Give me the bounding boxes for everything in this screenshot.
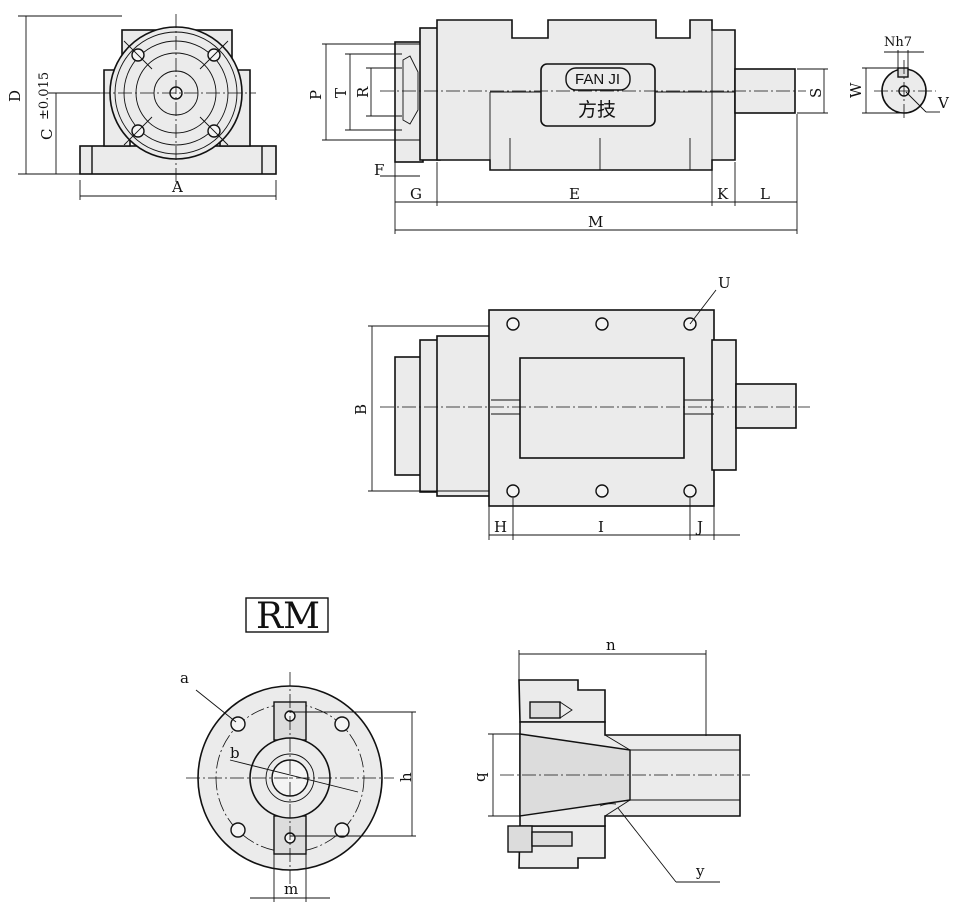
label-q: q bbox=[471, 772, 489, 782]
label-h: h bbox=[397, 772, 415, 782]
label-m: m bbox=[284, 880, 298, 898]
rm-flange-front bbox=[186, 672, 416, 902]
label-a: a bbox=[180, 669, 189, 687]
label-D: D bbox=[6, 90, 24, 102]
label-L: L bbox=[760, 185, 770, 203]
brand-latin: FAN JI bbox=[575, 71, 620, 88]
label-J: J bbox=[695, 518, 703, 536]
brand-chinese: 方技 bbox=[578, 99, 616, 121]
label-n: n bbox=[606, 636, 616, 654]
top-view bbox=[368, 289, 810, 540]
label-y: y bbox=[695, 862, 705, 880]
label-R: R bbox=[354, 86, 372, 98]
label-A: A bbox=[171, 178, 183, 196]
shaft-section bbox=[862, 50, 940, 118]
side-view bbox=[322, 19, 828, 234]
label-S: S bbox=[807, 88, 825, 98]
label-E: E bbox=[569, 185, 580, 203]
rm-label: RM bbox=[256, 596, 320, 637]
label-b: b bbox=[230, 744, 240, 762]
label-G: G bbox=[410, 185, 422, 203]
label-C: C bbox=[38, 129, 56, 140]
label-V: V bbox=[937, 94, 950, 112]
label-F: F bbox=[374, 161, 384, 179]
front-view bbox=[18, 14, 277, 200]
label-T: T bbox=[332, 88, 350, 98]
rm-box bbox=[245, 597, 329, 633]
label-I: I bbox=[598, 518, 604, 536]
label-U: U bbox=[718, 274, 731, 292]
label-W: W bbox=[847, 82, 865, 98]
label-M: M bbox=[588, 213, 603, 231]
rm-side-section bbox=[488, 650, 750, 883]
label-B: B bbox=[352, 404, 370, 415]
label-H: H bbox=[494, 518, 507, 536]
label-Nh7: Nh7 bbox=[884, 35, 912, 50]
label-P: P bbox=[307, 90, 325, 100]
label-C-tolerance: ±0.015 bbox=[37, 72, 52, 120]
label-K: K bbox=[717, 185, 729, 203]
